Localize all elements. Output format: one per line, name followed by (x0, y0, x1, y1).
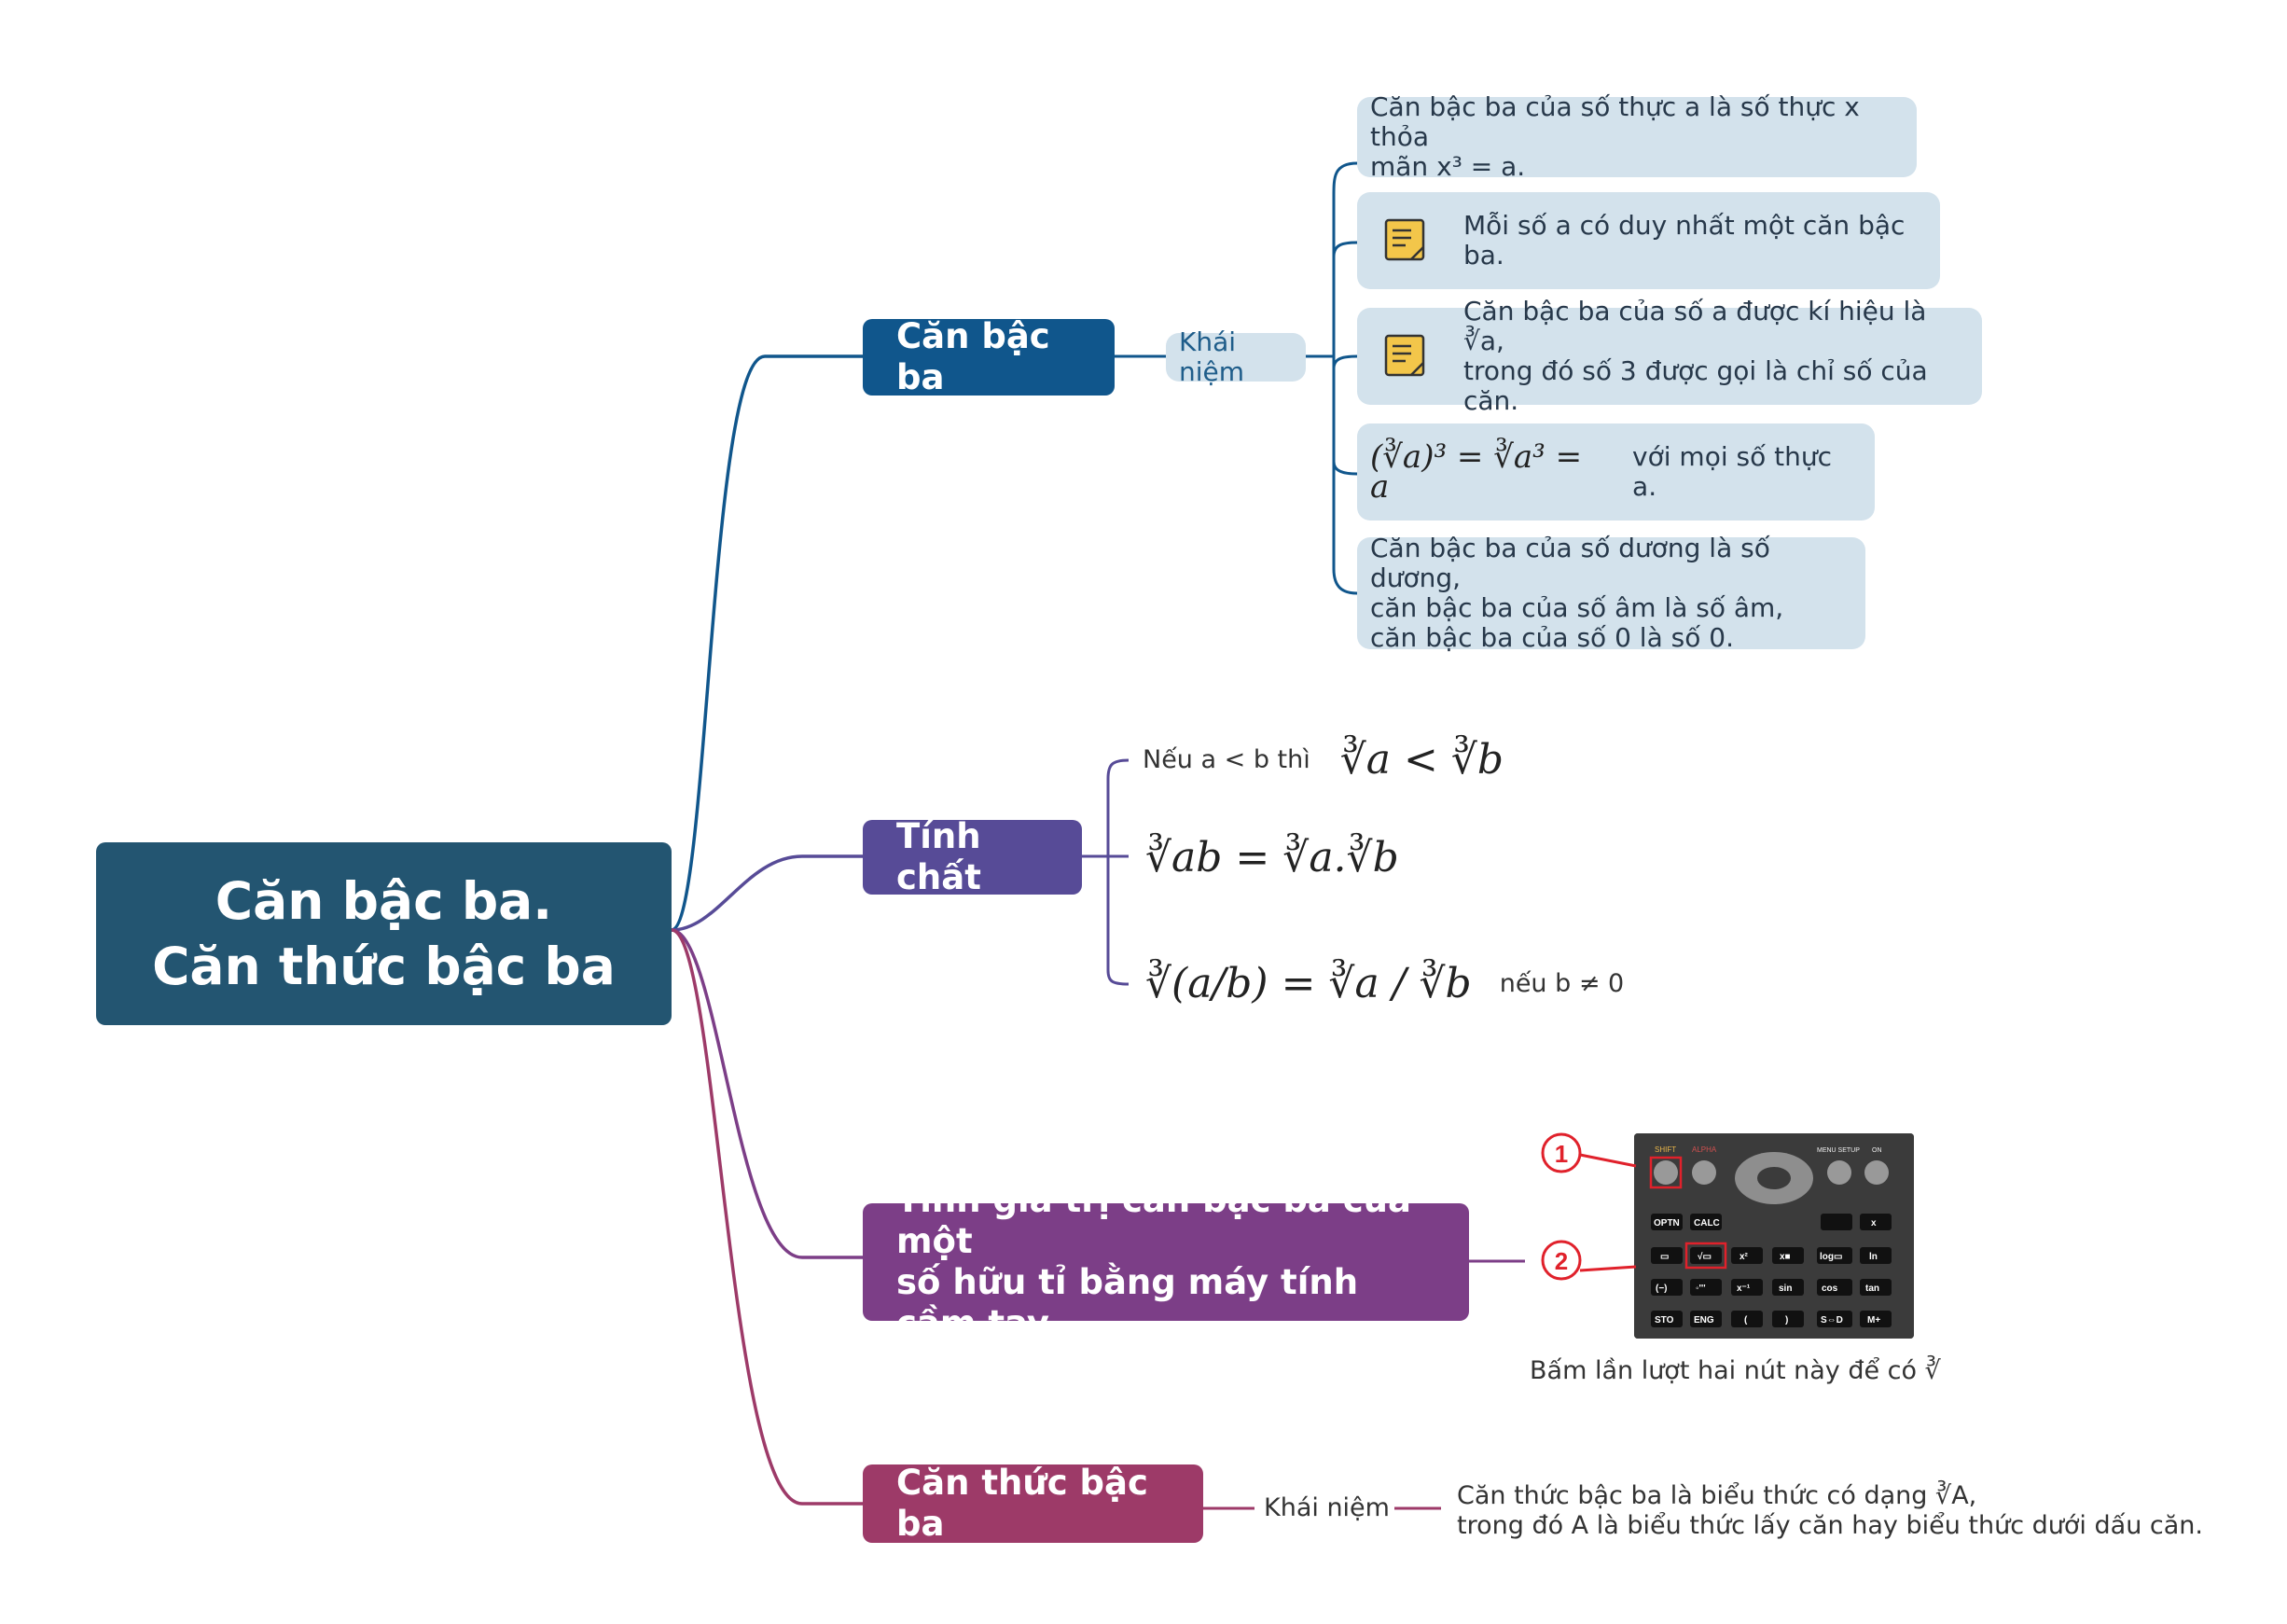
notation-line1: Căn bậc ba của số a được kí hiệu là ∛a, (1463, 296, 1927, 356)
property-quotient-formula: ∛(a/b) = ∛a / ∛b (1145, 960, 1472, 1007)
svg-text:ln: ln (1869, 1252, 1878, 1262)
sign-line1: Căn bậc ba của số dương là số dương, (1370, 533, 1770, 593)
svg-text:STO: STO (1655, 1315, 1674, 1326)
sign-bubble[interactable]: Căn bậc ba của số dương là số dương, căn… (1357, 533, 1865, 653)
property-quotient-suffix: nếu b ≠ 0 (1499, 969, 1625, 998)
notation-bubble[interactable]: Căn bậc ba của số a được kí hiệu là ∛a, … (1357, 297, 1982, 416)
can-thuc-line2: trong đó A là biểu thức lấy căn hay biểu… (1457, 1511, 2203, 1540)
property-order: Nếu a < b thì ∛a < ∛b (1143, 732, 1504, 788)
sign-line2: căn bậc ba của số âm là số âm, (1370, 592, 1784, 623)
cube-identity-formula: (∛a)³ = ∛a³ = a (1370, 438, 1583, 506)
khai-niem-label-1[interactable]: Khái niệm (1166, 327, 1306, 387)
definition-bubble[interactable]: Căn bậc ba của số thực a là số thực x th… (1357, 92, 1917, 182)
property-order-formula: ∛a < ∛b (1339, 736, 1504, 784)
svg-text:M+: M+ (1867, 1315, 1880, 1326)
svg-text:sin: sin (1779, 1284, 1792, 1294)
unique-root-bubble[interactable]: Mỗi số a có duy nhất một căn bậc ba. (1357, 192, 1940, 289)
marker-2: 2 (1555, 1247, 1568, 1275)
svg-text:x²: x² (1740, 1252, 1749, 1262)
svg-text:OPTN: OPTN (1654, 1218, 1680, 1228)
menu-label: MENU SETUP (1817, 1147, 1860, 1154)
branch-tinh-chat-title: Tính chất (896, 816, 981, 897)
svg-text:tan: tan (1865, 1284, 1879, 1294)
property-order-prefix: Nếu a < b thì (1143, 745, 1310, 774)
khai-niem-text-1: Khái niệm (1179, 326, 1245, 387)
svg-text:√▭: √▭ (1698, 1252, 1712, 1262)
alpha-label: ALPHA (1692, 1145, 1717, 1154)
step-markers: 1 2 (1541, 1132, 1637, 1281)
svg-text:): ) (1785, 1315, 1788, 1326)
on-label: ON (1872, 1147, 1882, 1154)
sticky-note-icon (1384, 218, 1425, 261)
definition-line2: mãn x³ = a. (1370, 151, 1526, 182)
marker-1: 1 (1555, 1140, 1568, 1168)
svg-text:x■: x■ (1780, 1252, 1791, 1262)
branch-can-bac-ba-title: Căn bậc ba (896, 316, 1050, 397)
unique-root-text: Mỗi số a có duy nhất một căn bậc ba. (1463, 210, 1906, 271)
svg-text:(: ( (1744, 1315, 1748, 1326)
can-thuc-line1: Căn thức bậc ba là biểu thức có dạng ∛A, (1457, 1481, 1977, 1510)
identity-bubble[interactable]: (∛a)³ = ∛a³ = a với mọi số thực a. (1357, 423, 1875, 521)
branch-can-bac-ba[interactable]: Căn bậc ba (863, 316, 1115, 397)
calculator-keys: SHIFT ALPHA MENU SETUP ON OPTN CALC x ▭ … (1634, 1133, 1914, 1339)
property-product: ∛ab = ∛a.∛b (1145, 830, 1399, 886)
property-quotient: ∛(a/b) = ∛a / ∛b nếu b ≠ 0 (1145, 951, 1624, 1017)
branch-may-tinh-line2: số hữu tỉ bằng máy tính cầm tay (896, 1262, 1359, 1343)
can-thuc-definition: Căn thức bậc ba là biểu thức có dạng ∛A,… (1457, 1474, 2203, 1548)
shift-label: SHIFT (1655, 1145, 1676, 1154)
svg-text:x⁻¹: x⁻¹ (1737, 1284, 1751, 1294)
svg-text:log▭: log▭ (1820, 1252, 1842, 1262)
branch-may-tinh-line1: Tính giá trị căn bậc ba của một (896, 1180, 1411, 1261)
branch-may-tinh[interactable]: Tính giá trị căn bậc ba của một số hữu t… (863, 1180, 1469, 1343)
branch-can-thuc-title: Căn thức bậc ba (896, 1463, 1148, 1544)
root-title-line2: Căn thức bậc ba (152, 937, 616, 996)
svg-text:x: x (1871, 1218, 1877, 1228)
root-title-line1: Căn bậc ba. (215, 871, 553, 931)
branch-tinh-chat[interactable]: Tính chất (863, 816, 1082, 897)
svg-text:ENG: ENG (1694, 1315, 1714, 1326)
svg-text:cos: cos (1822, 1284, 1838, 1294)
calculator-caption: Bấm lần lượt hai nút này để có ∛ (1530, 1353, 1941, 1390)
svg-text:◦''': ◦''' (1696, 1284, 1706, 1294)
notation-line2: trong đó số 3 được gọi là chỉ số của căn… (1463, 355, 1928, 416)
sign-line3: căn bậc ba của số 0 là số 0. (1370, 622, 1734, 653)
definition-line1: Căn bậc ba của số thực a là số thực x th… (1370, 91, 1860, 152)
root-topic[interactable]: Căn bậc ba. Căn thức bậc ba (96, 842, 672, 1025)
khai-niem-text-2: Khái niệm (1264, 1493, 1390, 1522)
shift-highlight (1649, 1156, 1683, 1189)
sticky-note-icon (1384, 334, 1425, 377)
svg-text:S⇔D: S⇔D (1821, 1315, 1843, 1326)
calculator-keypad-image: SHIFT ALPHA MENU SETUP ON OPTN CALC x ▭ … (1634, 1133, 1914, 1339)
property-product-formula: ∛ab = ∛a.∛b (1145, 834, 1399, 881)
svg-text:(−): (−) (1656, 1284, 1668, 1294)
identity-suffix: với mọi số thực a. (1632, 441, 1832, 502)
khai-niem-label-2[interactable]: Khái niệm (1264, 1490, 1390, 1527)
svg-text:▭: ▭ (1660, 1252, 1669, 1262)
svg-text:CALC: CALC (1694, 1218, 1720, 1228)
branch-can-thuc-bac-ba[interactable]: Căn thức bậc ba (863, 1463, 1203, 1544)
calculator-caption-text: Bấm lần lượt hai nút này để có ∛ (1530, 1356, 1941, 1385)
